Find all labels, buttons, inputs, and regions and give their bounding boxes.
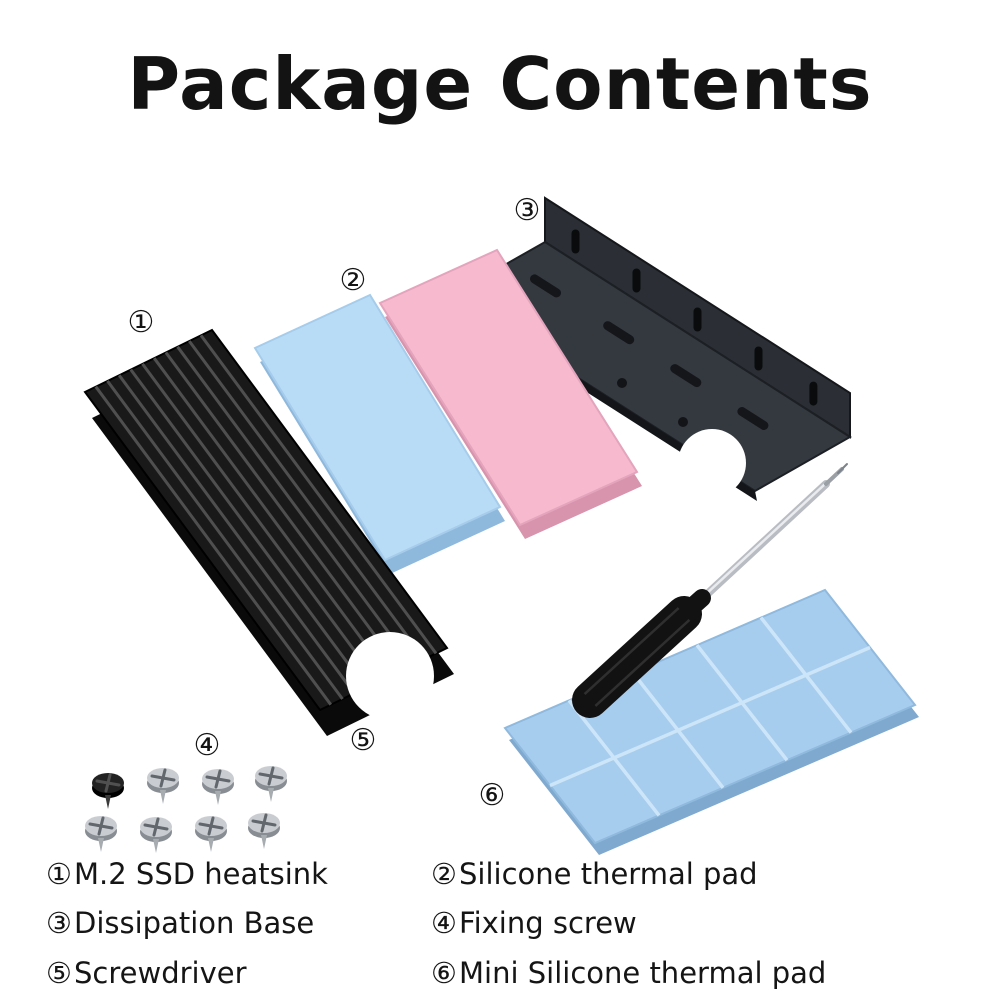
dissipation-base-illustration <box>448 196 852 501</box>
mini-thermal-pad-illustration <box>503 588 919 855</box>
legend-item-thermal-pad: ②Silicone thermal pad <box>431 856 976 892</box>
base-wall-slots <box>571 229 818 406</box>
base-ssd-notch <box>678 429 746 497</box>
screw <box>147 768 179 804</box>
legend-label: Fixing screw <box>459 906 637 941</box>
screwdriver-handle <box>572 596 702 718</box>
legend-label: Silicone thermal pad <box>459 857 758 891</box>
legend-item-mini-thermal-pad: ⑥Mini Silicone thermal pad <box>431 955 976 991</box>
legend-item-fixing-screw: ④Fixing screw <box>431 905 976 941</box>
pink-thermal-pad-illustration <box>378 248 642 539</box>
legend-num: ④ <box>431 906 457 941</box>
screwdriver-handle-ridges <box>583 607 691 707</box>
heatsink-body <box>83 328 449 712</box>
screw <box>140 817 172 853</box>
screw <box>248 813 280 849</box>
callout-6-mini-pad: ⑥ <box>478 778 506 813</box>
fixing-screws-illustration <box>85 766 287 853</box>
legend-num: ⑤ <box>46 955 72 990</box>
screw <box>202 769 234 805</box>
pink-pad-face <box>378 248 639 527</box>
callout-3-base: ③ <box>513 193 541 228</box>
screwdriver-tip-point <box>837 463 848 474</box>
legend-label: M.2 SSD heatsink <box>74 857 328 891</box>
legend-num: ① <box>46 857 72 891</box>
screwdriver-handle-neck <box>675 589 711 623</box>
callout-2-thermal-pad: ② <box>339 263 367 298</box>
legend-num: ② <box>431 857 457 891</box>
legend-num: ⑥ <box>431 955 457 990</box>
heatsink-fins <box>94 334 438 706</box>
callout-5-screwdriver: ⑤ <box>349 723 377 758</box>
legend-num: ③ <box>46 906 72 941</box>
legend-item-screwdriver: ⑤Screwdriver <box>46 955 431 991</box>
heatsink-illustration <box>83 328 454 736</box>
blue-pad-face <box>253 293 502 562</box>
legend-item-heatsink: ①M.2 SSD heatsink <box>46 856 431 892</box>
screwdriver-shaft-highlight <box>690 483 826 609</box>
heatsink-ssd-notch <box>346 632 434 720</box>
legend-item-dissipation-base: ③Dissipation Base <box>46 905 431 941</box>
legend: ①M.2 SSD heatsink ②Silicone thermal pad … <box>46 856 976 991</box>
screw <box>85 816 117 852</box>
blue-thermal-pad-illustration <box>253 293 505 574</box>
screwdriver-illustration <box>572 463 848 718</box>
page-title: Package Contents <box>127 42 873 126</box>
callout-4-screws: ④ <box>193 728 221 763</box>
screw <box>255 766 287 802</box>
legend-label: Mini Silicone thermal pad <box>459 955 827 990</box>
legend-label: Dissipation Base <box>74 906 315 941</box>
callout-1-heatsink: ① <box>127 305 155 340</box>
legend-label: Screwdriver <box>74 955 247 990</box>
base-face-slots <box>530 274 769 430</box>
mini-pad-grid <box>549 616 871 817</box>
screw <box>92 773 124 809</box>
screw <box>195 816 227 852</box>
